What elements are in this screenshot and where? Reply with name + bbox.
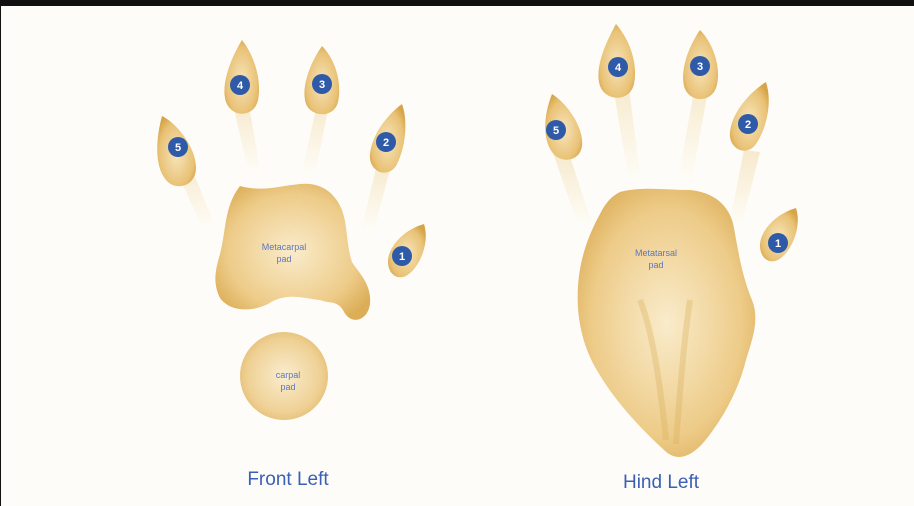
hind-digit-5-badge: 5: [546, 120, 566, 140]
hind-digit-3-badge: 3: [690, 56, 710, 76]
front-left-print: [157, 40, 426, 420]
front-digit-1-number: 1: [399, 251, 405, 263]
front-digit-4-badge: 4: [230, 75, 250, 95]
front-digit-3-badge: 3: [312, 74, 332, 94]
hind-streak-5: [552, 150, 594, 232]
hind-left-print: [545, 24, 798, 457]
metacarpal-label-line2: pad: [276, 254, 291, 264]
hind-left-title: Hind Left: [623, 472, 700, 493]
metacarpal-label-line1: Metacarpal: [262, 242, 307, 252]
hind-digit-2-badge: 2: [738, 114, 758, 134]
hind-digit-2-number: 2: [745, 119, 751, 131]
hind-digit-4-badge: 4: [608, 57, 628, 77]
carpal-label-line1: carpal: [276, 370, 301, 380]
hind-digit-1-badge: 1: [768, 233, 788, 253]
hind-digit-3-number: 3: [697, 61, 703, 73]
front-digit-1-badge: 1: [392, 246, 412, 266]
hind-digit-5-number: 5: [553, 125, 559, 137]
front-left-title: Front Left: [247, 469, 329, 490]
front-digit-4-number: 4: [237, 80, 244, 92]
front-digit-5-number: 5: [175, 142, 181, 154]
front-digit-2-number: 2: [383, 137, 389, 149]
metatarsal-label-line2: pad: [648, 260, 663, 270]
front-digit-3-number: 3: [319, 79, 325, 91]
hind-digit-4-number: 4: [615, 62, 622, 74]
hind-digit-1-number: 1: [775, 238, 781, 250]
front-digit-5-badge: 5: [168, 137, 188, 157]
carpal-label-line2: pad: [280, 382, 295, 392]
metatarsal-label-line1: Metatarsal: [635, 248, 677, 258]
front-digit-2-badge: 2: [376, 132, 396, 152]
hind-streak-2: [728, 150, 760, 232]
